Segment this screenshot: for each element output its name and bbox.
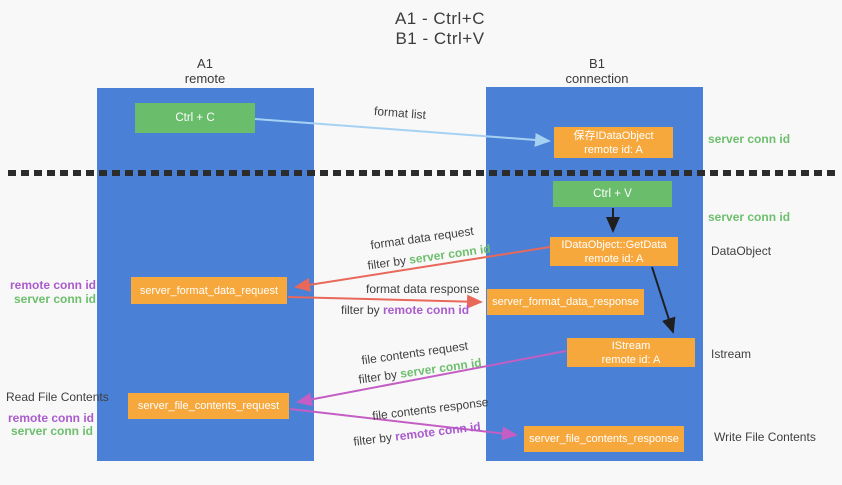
istream-line2: remote id: A xyxy=(601,353,661,366)
title-line-a1: A1 - Ctrl+C xyxy=(394,9,486,28)
session-divider-dashed-line xyxy=(8,170,838,176)
label-file-contents-response: file contents response xyxy=(371,394,490,424)
label-filter-by-remote-2: filter by remote conn id xyxy=(353,419,482,448)
idataobject-getdata-box: IDataObject::GetData remote id: A xyxy=(550,237,678,266)
right-label-istream: Istream xyxy=(711,347,752,361)
save-idataobject-line1: 保存IDataObject xyxy=(573,129,654,142)
arrow-format-data-response xyxy=(287,294,483,309)
ctrl-v-label: Ctrl + V xyxy=(593,188,632,200)
label-format-list: format list xyxy=(373,103,427,123)
right-label-write-file-contents: Write File Contents xyxy=(714,430,816,444)
server-file-contents-request-box: server_file_contents_request xyxy=(128,393,289,419)
column-b1-sublabel: connection xyxy=(565,71,629,86)
save-idataobject-box: 保存IDataObject remote id: A xyxy=(554,127,673,158)
server-file-contents-response-box: server_file_contents_response xyxy=(524,426,684,452)
left-label-server-conn-id-bottom: server conn id xyxy=(10,424,93,438)
filter-by-text-2: filter by xyxy=(341,303,384,317)
column-header-a1: A1 remote xyxy=(155,56,255,86)
ctrl-v-box: Ctrl + V xyxy=(553,181,672,207)
left-label-remote-conn-id-top: remote conn id xyxy=(9,278,96,292)
label-filter-by-remote-1: filter by remote conn id xyxy=(341,303,469,317)
filter-remote-conn-id-1: remote conn id xyxy=(383,303,470,317)
column-b1-label: B1 xyxy=(589,56,605,71)
column-a1-label: A1 xyxy=(197,56,213,71)
filter-remote-conn-id-2: remote conn id xyxy=(394,419,482,444)
label-format-data-response: format data response xyxy=(366,282,480,296)
right-label-dataobject: DataObject xyxy=(711,244,772,258)
filter-by-text-3: filter by xyxy=(357,366,402,387)
column-a1-sublabel: remote xyxy=(184,71,226,86)
server-file-contents-response-label: server_file_contents_response xyxy=(529,433,679,445)
getdata-line2: remote id: A xyxy=(584,252,644,265)
server-format-data-response-label: server_format_data_response xyxy=(492,296,639,308)
istream-line1: IStream xyxy=(611,339,651,352)
left-label-read-file-contents: Read File Contents xyxy=(6,390,109,404)
filter-by-text-4: filter by xyxy=(352,429,397,449)
column-header-b1: B1 connection xyxy=(547,56,647,86)
server-format-data-response-box: server_format_data_response xyxy=(487,289,644,315)
save-idataobject-line2: remote id: A xyxy=(584,143,643,156)
title-line-b1: B1 - Ctrl+V xyxy=(395,29,485,48)
right-label-server-conn-id-mid: server conn id xyxy=(708,210,791,224)
left-label-remote-conn-id-bottom: remote conn id xyxy=(7,411,94,425)
right-label-server-conn-id-top: server conn id xyxy=(708,132,791,146)
filter-by-text-1: filter by xyxy=(366,252,411,273)
istream-box: IStream remote id: A xyxy=(567,338,695,367)
ctrl-c-box: Ctrl + C xyxy=(135,103,255,133)
diagram-title: A1 - Ctrl+C B1 - Ctrl+V xyxy=(340,9,540,49)
server-format-data-request-box: server_format_data_request xyxy=(131,277,287,304)
ctrl-c-label: Ctrl + C xyxy=(175,112,215,124)
getdata-line1: IDataObject::GetData xyxy=(561,238,667,251)
server-file-contents-request-label: server_file_contents_request xyxy=(137,400,280,412)
server-format-data-request-label: server_format_data_request xyxy=(139,284,279,297)
left-label-server-conn-id-top: server conn id xyxy=(13,292,96,306)
